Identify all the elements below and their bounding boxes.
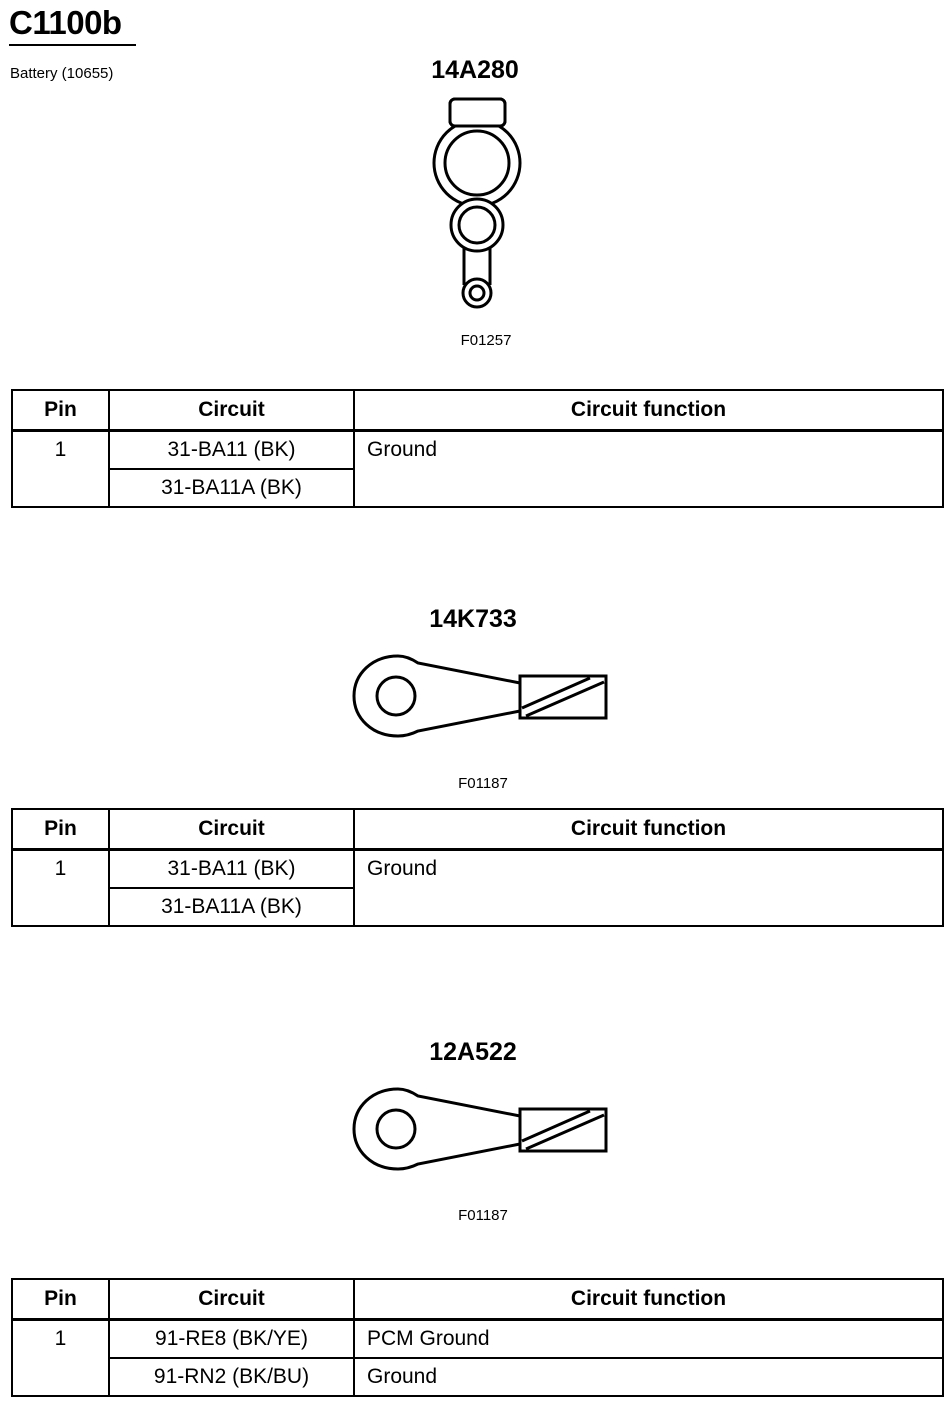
figure-code: F01257	[460, 332, 512, 349]
table-header-row: Pin Circuit Circuit function	[11, 389, 944, 432]
table-row: 1 91-RE8 (BK/YE) PCM Ground	[11, 1318, 944, 1397]
title-underline	[9, 44, 136, 46]
table-row: 31-BA11A (BK)	[12, 467, 943, 508]
table-row: 91-RN2 (BK/BU) Ground	[12, 1356, 944, 1397]
circuit-cell: 31-BA11 (BK)	[108, 848, 355, 889]
header-pin: Pin	[11, 808, 110, 851]
function-cell: Ground	[353, 429, 944, 508]
header-circuit: Circuit	[108, 808, 355, 851]
header-circuit-function: Circuit function	[353, 1278, 944, 1321]
table-header-row: Pin Circuit Circuit function	[11, 1278, 944, 1321]
header-circuit-function: Circuit function	[353, 808, 944, 851]
battery-terminal-clamp-icon	[432, 97, 522, 309]
figure-code: F01187	[458, 775, 508, 792]
pin-table: Pin Circuit Circuit function 1 31-BA11 (…	[11, 808, 944, 927]
function-cell: Ground	[353, 1356, 944, 1397]
pin-cell: 1	[11, 429, 110, 508]
table-row: 1 31-BA11 (BK) Ground	[11, 848, 944, 927]
function-cell: PCM Ground	[353, 1318, 944, 1359]
page-title: C1100b	[9, 4, 122, 41]
header-circuit: Circuit	[108, 1278, 355, 1321]
ring-terminal-icon	[352, 1087, 608, 1171]
pin-cell: 1	[11, 1318, 110, 1397]
table-row: 1 31-BA11 (BK) Ground	[11, 429, 944, 508]
circuit-cell: 91-RE8 (BK/YE)	[108, 1318, 355, 1359]
table-row: 31-BA11A (BK)	[12, 886, 943, 927]
header-circuit: Circuit	[108, 389, 355, 432]
part-number-title: 14K733	[429, 605, 517, 633]
table-header-row: Pin Circuit Circuit function	[11, 808, 944, 851]
part-number-title: 12A522	[429, 1038, 517, 1066]
circuit-cell: 31-BA11A (BK)	[108, 467, 355, 508]
component-subtitle: Battery (10655)	[10, 65, 114, 82]
header-pin: Pin	[11, 389, 110, 432]
part-number-title: 14A280	[431, 56, 519, 84]
pin-table: Pin Circuit Circuit function 1 91-RE8 (B…	[11, 1278, 944, 1397]
ring-terminal-icon	[352, 654, 608, 738]
header-pin: Pin	[11, 1278, 110, 1321]
circuit-cell: 31-BA11 (BK)	[108, 429, 355, 470]
figure-code: F01187	[458, 1207, 508, 1224]
pin-cell: 1	[11, 848, 110, 927]
circuit-cell: 91-RN2 (BK/BU)	[108, 1356, 355, 1397]
circuit-cell: 31-BA11A (BK)	[108, 886, 355, 927]
function-cell: Ground	[353, 848, 944, 927]
header-circuit-function: Circuit function	[353, 389, 944, 432]
pin-table: Pin Circuit Circuit function 1 31-BA11 (…	[11, 389, 944, 508]
